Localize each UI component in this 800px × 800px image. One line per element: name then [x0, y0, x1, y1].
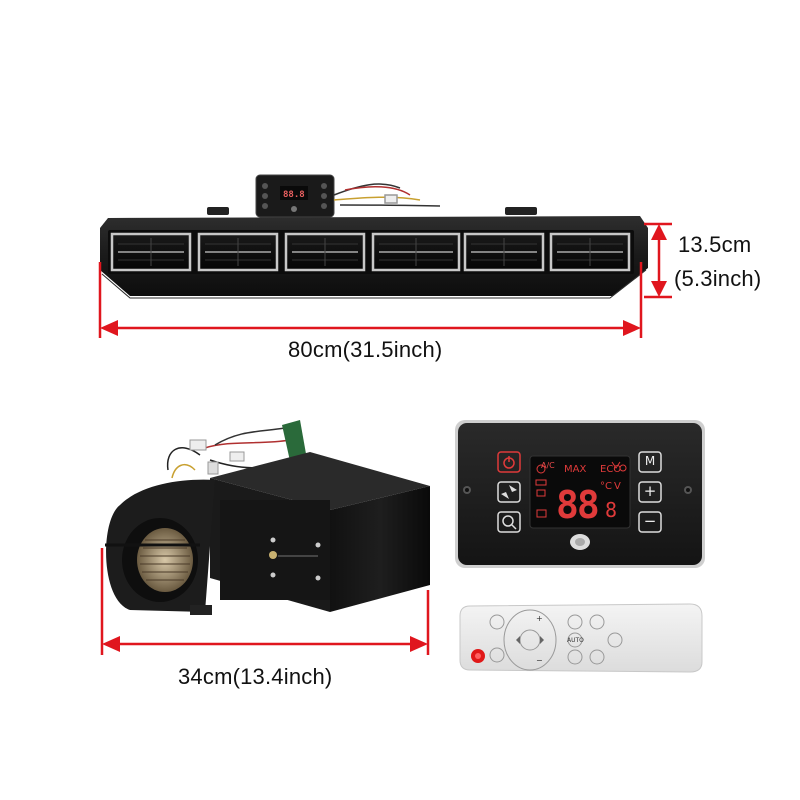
height-dimension-label-inch: (5.3inch)	[674, 266, 762, 291]
remote-control	[459, 603, 703, 673]
depth-dimension-label: 34cm(13.4inch)	[178, 664, 333, 689]
height-dimension-label-cm: 13.5cm	[678, 232, 752, 257]
air-vent-row	[110, 232, 631, 272]
width-dimension-label: 80cm(31.5inch)	[288, 337, 443, 362]
depth-dimension-arrow	[100, 548, 430, 655]
mini-panel-display: 88.8	[283, 190, 305, 200]
evaporator-unit-side-view	[105, 420, 430, 615]
mode-button[interactable]: M	[644, 454, 656, 468]
lcd-celsius-unit: °C	[600, 481, 612, 492]
lcd-main-digits: 88	[556, 483, 600, 527]
lcd-eco-indicator: ECO	[600, 464, 622, 475]
lcd-volt-unit: V	[614, 481, 621, 492]
wiring-harness	[333, 183, 441, 207]
control-panel	[455, 420, 705, 568]
minus-button[interactable]: −	[643, 512, 657, 530]
lcd-decimal-digit: 8	[605, 498, 618, 522]
height-dimension-arrow	[644, 222, 672, 299]
remote-fan-minus-label: −	[536, 656, 543, 665]
remote-fan-plus-label: +	[536, 614, 543, 623]
mini-control-panel	[255, 174, 335, 218]
width-dimension-arrow	[98, 262, 643, 338]
lcd-ac-indicator: A/C	[541, 461, 555, 470]
evaporator-unit-front-view	[100, 174, 648, 299]
lcd-max-indicator: MAX	[564, 464, 587, 475]
remote-auto-label: AUTO	[567, 637, 584, 644]
plus-button[interactable]: +	[643, 482, 657, 500]
